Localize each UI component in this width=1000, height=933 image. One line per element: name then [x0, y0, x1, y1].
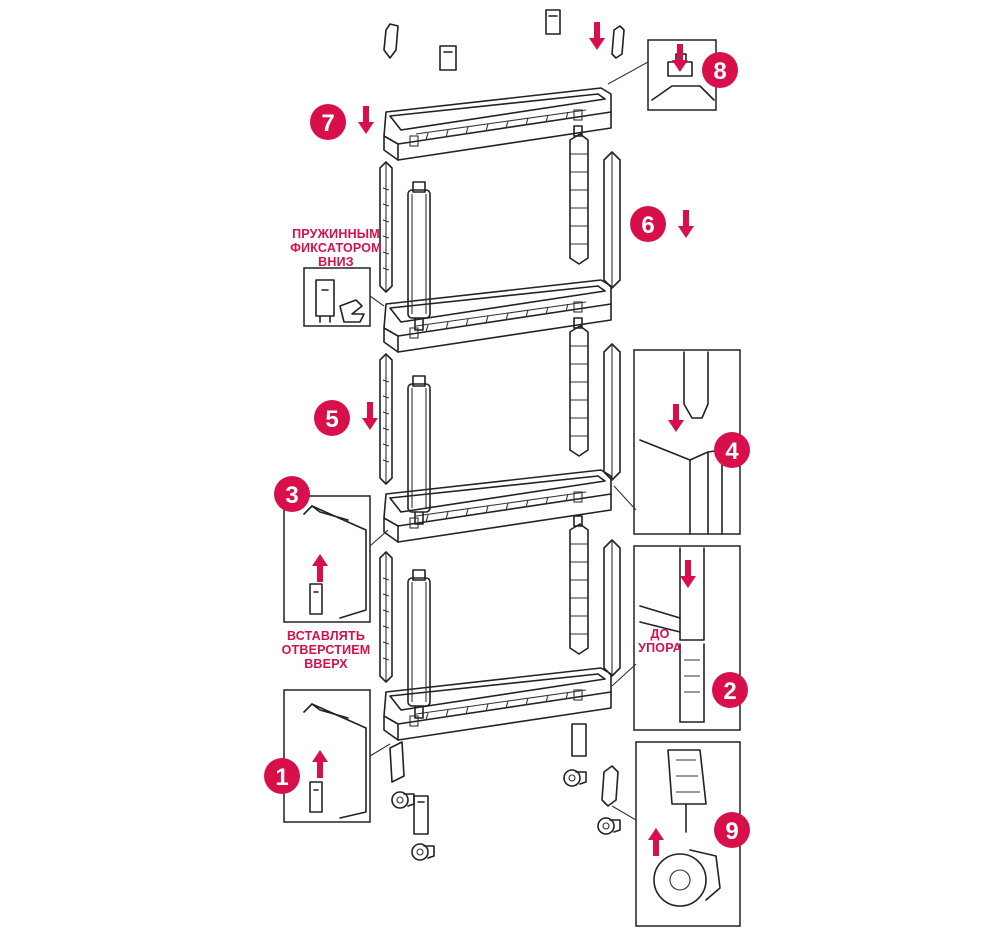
- slim-post: [603, 343, 621, 481]
- shelf-tray-3: [383, 469, 612, 543]
- svg-text:ВСТАВЛЯТЬ: ВСТАВЛЯТЬ: [287, 629, 365, 643]
- step-badge-2: 2: [712, 672, 748, 708]
- front-post: [379, 161, 393, 293]
- tube-post: [407, 375, 431, 525]
- step-badge-7: 7: [310, 104, 346, 140]
- svg-text:УПОРА: УПОРА: [638, 641, 682, 655]
- ribbed-post: [569, 317, 589, 457]
- detail-box-3: [283, 495, 389, 623]
- step-badge-4: 4: [714, 432, 750, 468]
- svg-text:8: 8: [713, 58, 726, 85]
- arrow-down-icon: [358, 106, 374, 134]
- note-spring-lock: ПРУЖИННЫМ ФИКСАТОРОМ ВНИЗ: [290, 227, 382, 269]
- step-badge-3: 3: [274, 476, 310, 512]
- bottom-casters: [389, 723, 621, 861]
- arrow-down-icon: [589, 22, 605, 50]
- shelf-tray-2: [383, 279, 612, 353]
- svg-text:9: 9: [725, 818, 738, 845]
- caster-wheel-icon: [653, 853, 707, 907]
- shelf-tray-bottom: [383, 667, 612, 741]
- hand-icon: [339, 299, 365, 323]
- slim-post: [603, 151, 621, 289]
- step-badge-8: 8: [702, 52, 738, 88]
- svg-text:1: 1: [275, 764, 288, 791]
- caster-wheel-icon: [563, 769, 587, 787]
- arrow-down-icon: [362, 402, 378, 430]
- detail-box-1: [283, 689, 391, 823]
- svg-text:7: 7: [321, 110, 334, 137]
- detail-box-spring-lock: [303, 267, 385, 327]
- svg-text:ВВЕРХ: ВВЕРХ: [304, 657, 348, 671]
- front-post: [379, 353, 393, 485]
- front-post: [379, 551, 393, 683]
- note-hole-up: ВСТАВЛЯТЬ ОТВЕРСТИЕМ ВВЕРХ: [282, 629, 371, 671]
- svg-text:ДО: ДО: [650, 627, 669, 641]
- svg-text:4: 4: [725, 438, 739, 465]
- svg-text:2: 2: [723, 678, 736, 705]
- step-badge-9: 9: [714, 812, 750, 848]
- caster-wheel-icon: [411, 843, 435, 861]
- svg-text:ОТВЕРСТИЕМ: ОТВЕРСТИЕМ: [282, 643, 371, 657]
- shelf-tray-top: [383, 87, 612, 161]
- svg-text:ВНИЗ: ВНИЗ: [318, 255, 354, 269]
- detail-box-8: [607, 39, 717, 111]
- arrow-down-icon: [678, 210, 694, 238]
- top-connectors: [383, 9, 625, 71]
- ribbed-post: [569, 515, 589, 655]
- ribbed-post: [569, 125, 589, 265]
- svg-text:5: 5: [325, 406, 338, 433]
- svg-text:ФИКСАТОРОМ: ФИКСАТОРОМ: [290, 241, 382, 255]
- tube-post: [407, 569, 431, 719]
- svg-text:ПРУЖИННЫМ: ПРУЖИННЫМ: [292, 227, 380, 241]
- svg-text:3: 3: [285, 482, 298, 509]
- caster-wheel-icon: [597, 817, 621, 835]
- caster-wheel-icon: [391, 791, 415, 809]
- note-to-stop: ДО УПОРА: [638, 627, 682, 655]
- svg-text:6: 6: [641, 212, 654, 239]
- tube-post: [407, 181, 431, 331]
- step-badge-5: 5: [314, 400, 350, 436]
- step-badge-1: 1: [264, 758, 300, 794]
- step-badge-6: 6: [630, 206, 666, 242]
- slim-post: [603, 539, 621, 677]
